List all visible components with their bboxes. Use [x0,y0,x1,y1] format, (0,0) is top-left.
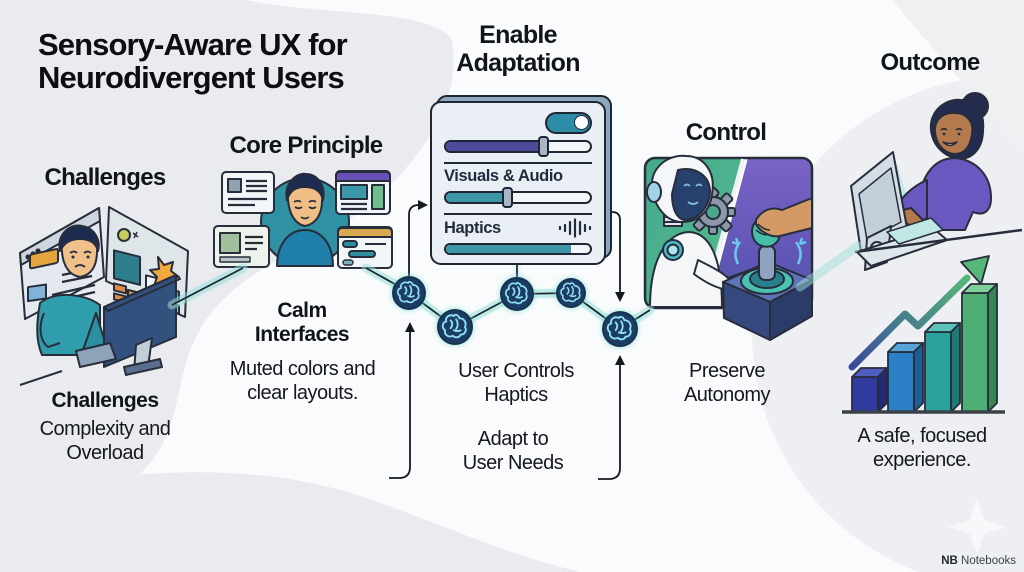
top-slider[interactable] [444,135,592,157]
control-illustration [643,154,814,341]
brain-icon [602,311,638,347]
toggle-knob [574,115,589,130]
arrowhead-up [405,322,415,332]
heading-control: Control [685,119,767,146]
visuals-slider[interactable] [444,187,592,209]
brain-icon [437,309,473,345]
desc-outcome: A safe, focused experience. [857,425,987,472]
caption-user-controls-haptics: User Controls Haptics [458,360,574,407]
robot-icon [646,154,763,308]
settings-panel: Visuals & Audio Haptics [430,101,606,265]
growth-chart-icon [842,255,1005,414]
divider [444,161,592,164]
overwhelmed-person-icon [36,224,107,356]
arrowhead-up [615,355,625,365]
hand-joystick-icon [722,197,813,341]
haptics-label: Haptics [444,218,501,237]
link-challenges-to-core [171,267,244,306]
ui-card-topleft [221,171,275,214]
brain-node-group [392,276,638,347]
top-slider-thumb[interactable] [538,135,550,157]
visuals-slider-thumb[interactable] [502,187,514,209]
top-slider-fill [446,141,546,151]
core-principle-illustration [213,170,393,269]
toggle-switch[interactable] [545,112,592,134]
visuals-audio-label: Visuals & Audio [444,166,563,185]
outcome-monitor-icon [850,151,1023,271]
desc-challenges: Complexity and Overload [39,418,171,465]
watermark-text: Notebooks [961,555,1016,567]
monitor-icon [19,274,181,386]
haptics-progress-bar[interactable] [444,242,592,255]
ui-card-bottomleft [213,225,270,268]
arrowhead-right [418,200,428,210]
haptic-wave-icon [558,218,592,238]
arrowhead-up [960,255,990,285]
label-challenges: Challenges [51,389,159,412]
divider [444,213,592,216]
arrowhead-down [615,292,625,302]
desc-control: Preserve Autonomy [683,360,771,407]
heading-challenges: Challenges [44,164,166,191]
brain-icon [392,276,426,310]
page-title: Sensory-Aware UX for Neurodivergent User… [38,27,348,96]
heading-core-principle: Core Principle [229,132,384,159]
arrow-caption-to-chain [389,332,411,479]
challenges-illustration [19,206,189,386]
label-calm-interfaces: Calm Interfaces [254,299,350,347]
arrow-caption-to-control-node [598,365,621,480]
calm-person-icon [276,172,334,267]
heading-outcome: Outcome [880,49,980,76]
desc-core-principle: Muted colors and clear layouts. [229,358,376,405]
caption-adapt-to-user-needs: Adapt to User Needs [462,428,564,475]
arrow-chain-to-panel [408,204,421,280]
watermark-bold: NB [941,555,958,567]
sparkle-icon [948,498,1006,556]
arrow-panel-to-control-node [607,211,621,294]
ui-card-topright [335,170,391,215]
brain-icon [556,278,586,308]
watermark: NB Notebooks [941,555,1016,567]
brain-icon [500,277,534,311]
heading-enable-adaptation: Enable Adaptation [456,21,580,77]
outcome-illustration [842,92,1023,414]
visuals-slider-fill [446,193,510,203]
haptics-progress-fill [446,244,572,253]
